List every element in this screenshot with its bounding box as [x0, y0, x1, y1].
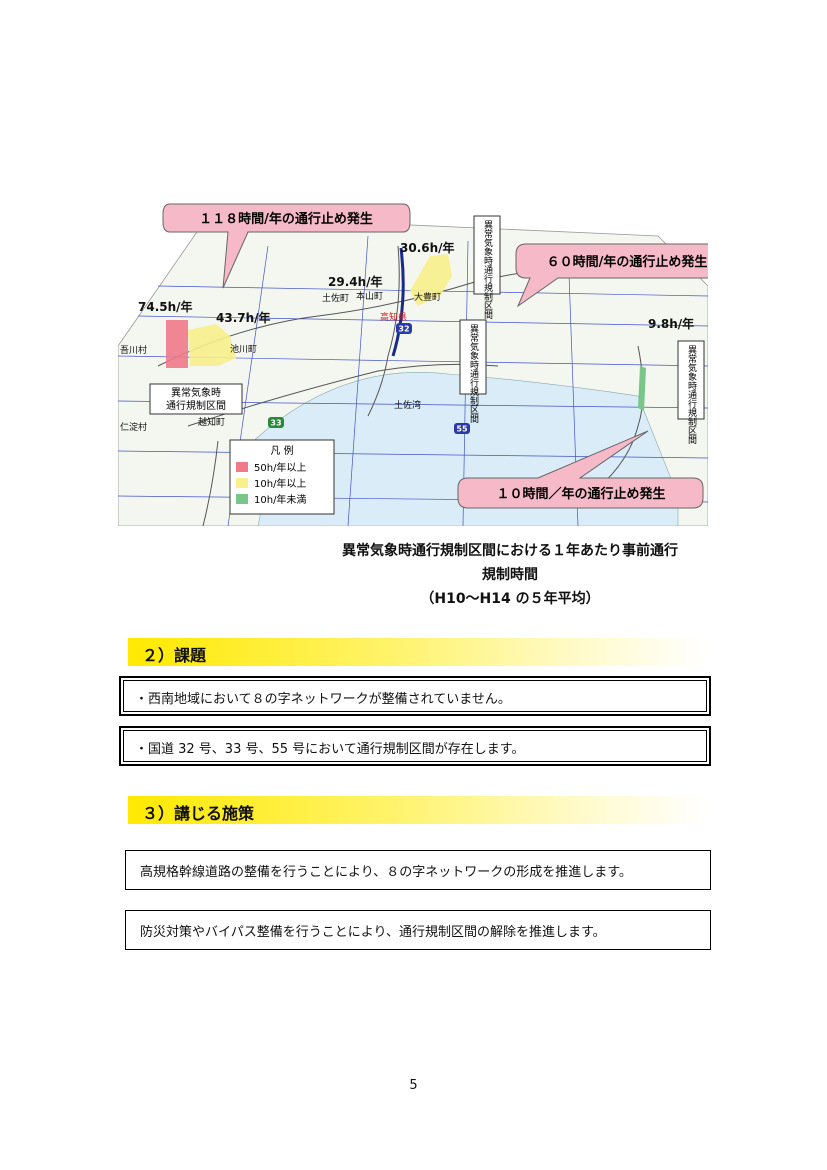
caption-line-3: （H10～H14 の５年平均） — [420, 591, 600, 607]
section-green — [638, 366, 646, 411]
callout-60-text: ６０時間/年の通行止め発生 — [547, 254, 708, 270]
place-bay: 土佐湾 — [394, 399, 421, 411]
section-label-mid-text: 異常気象時通行規制区間 — [468, 324, 479, 424]
issue-box-2: ・国道 32 号、33 号、55 号において通行規制区間が存在します。 — [119, 726, 711, 766]
legend-swatch-yellow — [236, 478, 248, 488]
legend-item-1: 50h/年以上 — [254, 461, 306, 474]
measure-text-1: 高規格幹線道路の整備を行うことにより、８の字ネットワークの形成を推進します。 — [140, 865, 632, 880]
value-29-4: 29.4h/年 — [328, 274, 383, 289]
map-legend: 凡 例 50h/年以上 10h/年以上 10h/年未満 — [229, 439, 335, 515]
place-agawa: 吾川村 — [120, 344, 147, 356]
regulation-map: １１８時間/年の通行止め発生 ６０時間/年の通行止め発生 １０時間／年の通行止め… — [118, 203, 708, 526]
section-label-left: 異常気象時 通行規制区間 — [149, 383, 243, 415]
route-32: 32 — [398, 325, 409, 334]
caption-line-2: 規制時間 — [482, 567, 538, 583]
issue-text-2: ・国道 32 号、33 号、55 号において通行規制区間が存在します。 — [135, 742, 525, 757]
section-label-mid: 異常気象時通行規制区間 — [459, 319, 487, 424]
value-74-5: 74.5h/年 — [138, 299, 193, 314]
value-43-7: 43.7h/年 — [216, 310, 271, 325]
legend-item-3: 10h/年未満 — [254, 493, 306, 506]
value-9-8: 9.8h/年 — [648, 316, 694, 331]
section-label-top: 異常気象時通行規制区間 — [473, 215, 501, 320]
callout-118: １１８時間/年の通行止め発生 — [162, 203, 411, 289]
issue-box-1: ・西南地域において８の字ネットワークが整備されていません。 — [119, 676, 711, 716]
legend-title: 凡 例 — [270, 444, 293, 457]
callout-10: １０時間／年の通行止め発生 — [457, 430, 704, 509]
measure-box-2: 防災対策やバイパス整備を行うことにより、通行規制区間の解除を推進します。 — [125, 910, 711, 950]
measure-box-1: 高規格幹線道路の整備を行うことにより、８の字ネットワークの形成を推進します。 — [125, 850, 711, 890]
section-label-left-line1: 異常気象時 — [171, 386, 221, 399]
section-title-measures: ３）講じる施策 — [142, 804, 255, 823]
section-label-right: 異常気象時通行規制区間 — [677, 340, 705, 445]
section-label-left-line2: 通行規制区間 — [166, 399, 226, 412]
issue-text-1: ・西南地域において８の字ネットワークが整備されていません。 — [135, 692, 511, 707]
section-label-top-text: 異常気象時通行規制区間 — [482, 220, 493, 320]
callout-60: ６０時間/年の通行止め発生 — [515, 243, 708, 308]
legend-swatch-red — [236, 462, 248, 472]
callout-10-text: １０時間／年の通行止め発生 — [496, 486, 665, 502]
section-yellow-left — [188, 324, 236, 366]
route-33: 33 — [270, 419, 281, 428]
section-header-measures: ３）講じる施策 — [128, 796, 708, 824]
place-tosa: 土佐町 — [322, 292, 349, 304]
place-motoyama: 本山町 — [356, 290, 383, 302]
measure-text-2: 防災対策やバイパス整備を行うことにより、通行規制区間の解除を推進します。 — [140, 925, 606, 940]
caption-line-1: 異常気象時通行規制区間における１年あたり事前通行 — [342, 543, 678, 559]
place-otoyo: 大豊町 — [414, 291, 441, 303]
section-title-issues: ２）課題 — [142, 646, 207, 665]
section-yellow-top — [410, 254, 452, 306]
place-niyodo: 仁淀村 — [120, 421, 147, 433]
route-55: 55 — [456, 425, 468, 434]
callout-118-text: １１８時間/年の通行止め発生 — [199, 211, 373, 227]
place-ochi: 越知町 — [198, 416, 225, 428]
national-road-32 — [391, 247, 405, 357]
place-kochi: 高知県 — [380, 311, 407, 323]
section-label-right-text: 異常気象時通行規制区間 — [686, 345, 697, 445]
section-header-issues: ２）課題 — [128, 638, 708, 666]
legend-swatch-green — [236, 494, 248, 504]
section-red — [166, 320, 188, 368]
value-30-6: 30.6h/年 — [400, 240, 455, 255]
place-ikegawa: 池川町 — [230, 343, 257, 355]
page-number: 5 — [409, 1078, 418, 1093]
legend-item-2: 10h/年以上 — [254, 477, 306, 490]
